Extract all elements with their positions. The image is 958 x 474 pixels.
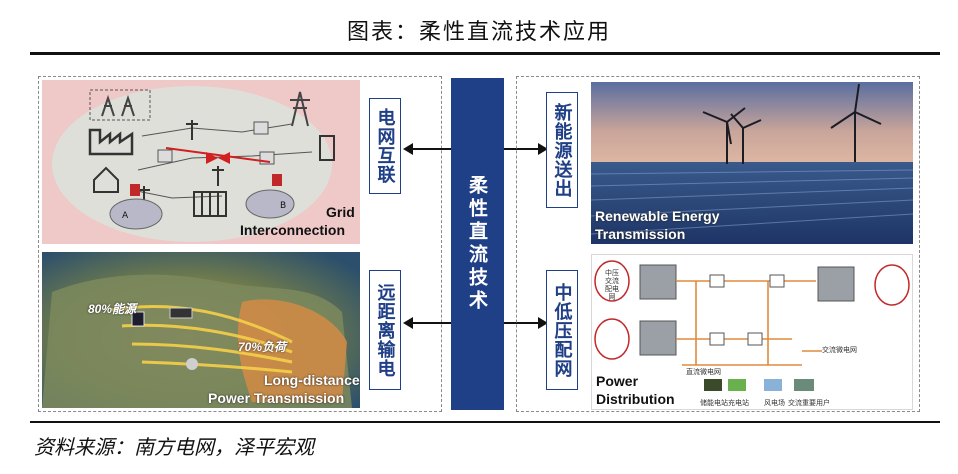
site-b-label: B <box>280 201 286 211</box>
solar-icon <box>131 311 145 327</box>
transformer-icon <box>639 264 855 356</box>
source-note: 资料来源：南方电网，泽平宏观 <box>34 435 314 459</box>
label-grid-interconnection: 电网互联 <box>369 98 401 194</box>
grid-caption-line2: Interconnection <box>240 222 346 238</box>
building-icon <box>193 135 335 217</box>
label-distribution: 中低压配网 <box>546 270 578 390</box>
arrow-right-bottom <box>504 317 548 329</box>
grid-interconnection-illustration: A B <box>52 86 335 242</box>
site-a-label: A <box>122 211 129 221</box>
marker-red <box>130 184 140 196</box>
wind-farm-icon <box>764 379 782 391</box>
label-long-distance: 远距离输电 <box>369 270 401 390</box>
distribution-caption-line1: Power <box>596 373 639 389</box>
factory-icon <box>88 128 134 156</box>
grid-caption-line1: Grid <box>326 204 355 220</box>
substation-box <box>89 89 151 121</box>
wind-label: 风电场 <box>764 399 785 407</box>
renewable-caption-line1: Renewable Energy <box>595 208 720 224</box>
label-renewable: 新能源送出 <box>546 92 578 208</box>
distribution-panel: 中压交流配电网 直流微电网 交流微电网 储能电站 充电站 风电场 交流重要用户 … <box>591 254 913 410</box>
wind-turbine-icon <box>702 83 882 164</box>
tower-icon <box>290 91 310 127</box>
ac-user-icon <box>794 379 814 391</box>
ac-node-circle <box>594 318 630 360</box>
ac-node-label: 中压交流配电网 <box>605 269 619 301</box>
ac-micro-label: 交流微电网 <box>822 346 857 354</box>
long-distance-panel: 80%能源 70%负荷 Long-distance Power Transmis… <box>42 252 360 408</box>
converter-box-icon <box>709 274 785 346</box>
transmission-arrows <box>111 305 293 374</box>
site-a <box>109 198 163 230</box>
dc-bus-lines <box>676 280 822 366</box>
tower-icon <box>121 94 135 117</box>
renewable-panel: Renewable Energy Transmission <box>591 82 913 244</box>
marker-red <box>272 174 282 186</box>
charging-icon <box>728 379 746 391</box>
right-group-frame <box>516 76 920 412</box>
center-technology-bar: 柔性直流技术 <box>451 78 504 410</box>
dc-grid-label: 直流微电网 <box>686 368 721 376</box>
house-icon <box>93 166 119 193</box>
arrow-right-top <box>504 143 548 155</box>
arrow-left-bottom <box>403 317 451 329</box>
renewable-illustration <box>591 82 913 244</box>
solar-panel-rows <box>591 169 913 235</box>
ac-node-circle <box>874 264 910 306</box>
dc-link <box>165 147 271 163</box>
figure-title: 图表：柔性直流技术应用 <box>346 20 611 45</box>
distribution-diagram <box>594 260 910 391</box>
site-b <box>245 189 295 219</box>
tag-load: 70%负荷 <box>238 340 287 354</box>
storage-label: 储能电站 <box>700 399 728 407</box>
long-distance-map <box>42 252 360 408</box>
solar-icon <box>169 307 193 319</box>
grid-interconnection-panel: A B Grid Interconnection <box>42 80 360 244</box>
converter-valve-icon <box>206 152 230 164</box>
storage-icon <box>704 379 722 391</box>
left-group-frame <box>38 76 442 412</box>
ac-node-circle <box>594 260 630 302</box>
bottom-rule <box>30 421 940 423</box>
ac-user-label: 交流重要用户 <box>788 399 830 407</box>
station-icon <box>186 358 198 370</box>
arrow-left-top <box>403 143 451 155</box>
distribution-caption-line2: Distribution <box>596 391 675 407</box>
converter-icon <box>157 121 275 165</box>
tag-energy: 80%能源 <box>88 302 137 316</box>
long-distance-caption-line2: Power Transmission <box>208 390 345 406</box>
long-distance-caption-line1: Long-distance <box>264 372 360 388</box>
renewable-caption-line2: Transmission <box>595 226 686 242</box>
charging-label: 充电站 <box>728 399 749 407</box>
tower-icon <box>101 94 115 117</box>
grid-region <box>52 86 332 242</box>
top-rule <box>30 52 940 55</box>
